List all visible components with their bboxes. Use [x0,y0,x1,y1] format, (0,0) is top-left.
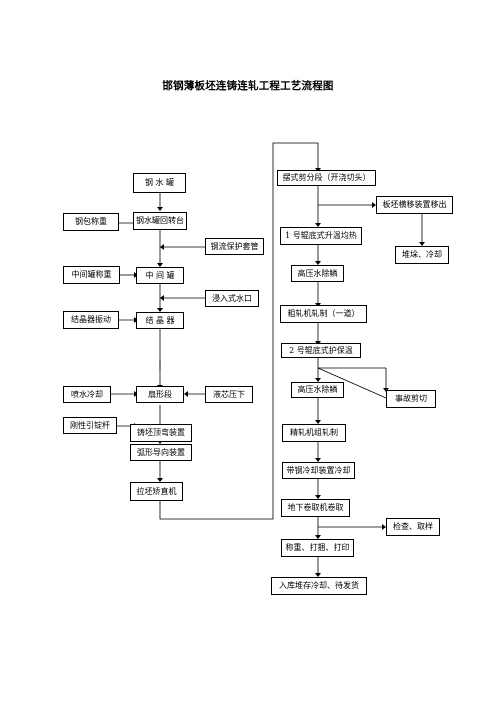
diagram-title: 邯钢薄板坯连铸连轧工程工艺流程图 [162,80,334,92]
tundish-weighing-box: 中间罐称重 [63,266,120,284]
slab-transfer-box: 板坯横移装置移出 [376,196,453,214]
storage-dispatch-box: 入库堆存冷却、待发货 [271,577,367,595]
mold-box: 结 晶 器 [136,312,184,329]
weigh-bind-mark-box: 称重、打捆、打印 [281,539,354,557]
descaling-2-box: 高压水除鳞 [291,382,344,398]
roughing-mill-box: 粗轧机轧制（一道） [280,305,367,323]
submerged-nozzle-box: 浸入式水口 [205,290,259,307]
curved-guide-box: 弧形导向装置 [130,444,192,461]
pendulum-shear-box: 摆式剪分段（开浇切头） [277,170,376,186]
withdrawal-straightener-box: 拉坯矫直机 [130,482,183,501]
mold-oscillation-box: 结晶器振动 [63,311,119,329]
tundish-box: 中 间 罐 [136,267,184,284]
ladle-turret-box: 钢水罐回转台 [133,212,187,230]
bending-unit-box: 铸坯顶弯装置 [130,424,192,442]
ladle-weighing-box: 钢包称重 [63,213,119,231]
ladle-box: 钢 水 罐 [133,173,186,193]
emergency-shear-box: 事故剪切 [386,390,436,408]
soft-reduction-box: 液芯压下 [205,386,253,403]
finishing-mill-box: 精轧机组轧制 [282,424,346,442]
tunnel-furnace-1-box: 1 号辊底式升温均热 [280,227,362,245]
stack-cool-box: 堆垛、冷却 [395,246,449,264]
rigid-dummy-bar-box: 刚性引锭杆 [63,417,117,434]
descaling-1-box: 高压水除鳞 [291,265,344,282]
spray-cooling-box: 喷水冷却 [63,386,111,403]
inspection-sampling-box: 检查、取样 [386,518,440,536]
segment-box: 扇形段 [136,386,184,403]
shroud-box: 钢流保护套管 [205,238,264,255]
tunnel-furnace-2-box: 2 号辊底式护保温 [281,343,361,358]
strip-cooling-box: 带钢冷却装置冷却 [282,462,355,479]
downcoiler-box: 地下卷取机卷取 [281,499,350,517]
